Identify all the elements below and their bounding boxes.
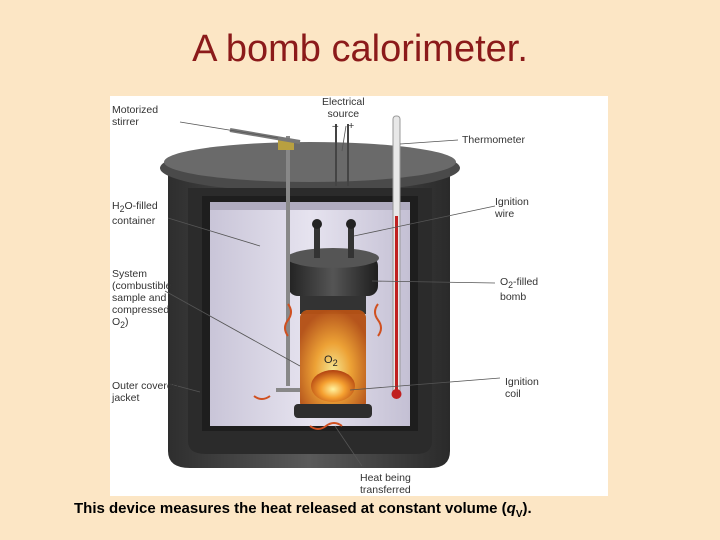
label-o2-inside: O2 xyxy=(324,354,338,369)
caption: This device measures the heat released a… xyxy=(74,500,532,520)
h2o-prefix: H xyxy=(112,200,120,212)
label-system-line2: (combustible xyxy=(112,280,172,292)
h2o-suffix: O-filled xyxy=(124,200,158,212)
label-ignition-wire-line2: wire xyxy=(495,208,515,220)
label-outer-jacket-line2: jacket xyxy=(112,392,140,404)
label-motorized-stirrer: Motorized stirrer xyxy=(112,104,158,128)
o2-bomb-suffix: -filled xyxy=(513,276,539,288)
label-electrical-source-line2: source xyxy=(327,108,360,120)
label-heat-line1: Heat being xyxy=(360,472,411,484)
label-electrical-source: Electrical source – + xyxy=(322,96,365,132)
label-ignition-coil: Ignition coil xyxy=(505,376,539,400)
label-system-line4: compressed xyxy=(112,304,170,316)
label-system: System (combustible sample and compresse… xyxy=(112,268,172,331)
label-system-line1: System xyxy=(112,268,148,280)
label-o2-bomb-line1: O2-filled xyxy=(500,276,538,291)
label-h2o-container: H2O-filled container xyxy=(112,200,158,227)
label-thermometer: Thermometer xyxy=(462,134,526,146)
minus-sign: – xyxy=(332,120,339,132)
caption-text: This device measures the heat released a… xyxy=(74,500,507,517)
flame xyxy=(311,370,355,402)
calorimeter-illustration xyxy=(160,115,501,468)
label-h2o-line1: H2O-filled xyxy=(112,200,158,215)
h2o-sub: 2 xyxy=(119,204,125,215)
system-sub: 2 xyxy=(120,320,126,331)
caption-q-sub: V xyxy=(515,509,523,520)
label-system-line3: sample and xyxy=(112,292,167,304)
stirrer-rod xyxy=(286,136,290,386)
label-heat-transferred: Heat being transferred xyxy=(360,472,411,496)
label-ignition-coil-line2: coil xyxy=(505,388,521,400)
label-electrical-source-line1: Electrical xyxy=(322,96,365,108)
o2-bomb-sub: 2 xyxy=(508,280,514,291)
o2-inside-sub: 2 xyxy=(332,358,338,369)
label-ignition-wire-line1: Ignition xyxy=(495,196,529,208)
label-ignition-wire: Ignition wire xyxy=(495,196,529,220)
o2-bomb-prefix: O xyxy=(500,276,509,288)
polarity-signs: – + xyxy=(322,120,365,132)
label-outer-jacket-line1: Outer covered xyxy=(112,380,179,392)
label-o2-bomb: O2-filled bomb xyxy=(500,276,538,303)
system-o: O xyxy=(112,316,121,328)
o2-inside: O xyxy=(324,354,333,366)
slide-title: A bomb calorimeter. xyxy=(192,28,528,70)
label-o2-bomb-line2: bomb xyxy=(500,291,527,304)
label-h2o-line2: container xyxy=(112,215,156,228)
label-motorized-stirrer-line2: stirrer xyxy=(112,116,139,128)
calorimeter-diagram: Motorized stirrer Electrical source – + … xyxy=(110,96,608,496)
label-system-line5: O2) xyxy=(112,316,172,331)
caption-q: q xyxy=(506,500,516,517)
label-heat-line2: transferred xyxy=(360,484,411,496)
caption-close: ). xyxy=(522,500,532,517)
system-close: ) xyxy=(125,316,129,328)
label-outer-jacket: Outer covered jacket xyxy=(112,380,179,404)
plus-sign: + xyxy=(348,120,355,132)
label-ignition-coil-line1: Ignition xyxy=(505,376,539,388)
label-motorized-stirrer-line1: Motorized xyxy=(112,104,159,116)
